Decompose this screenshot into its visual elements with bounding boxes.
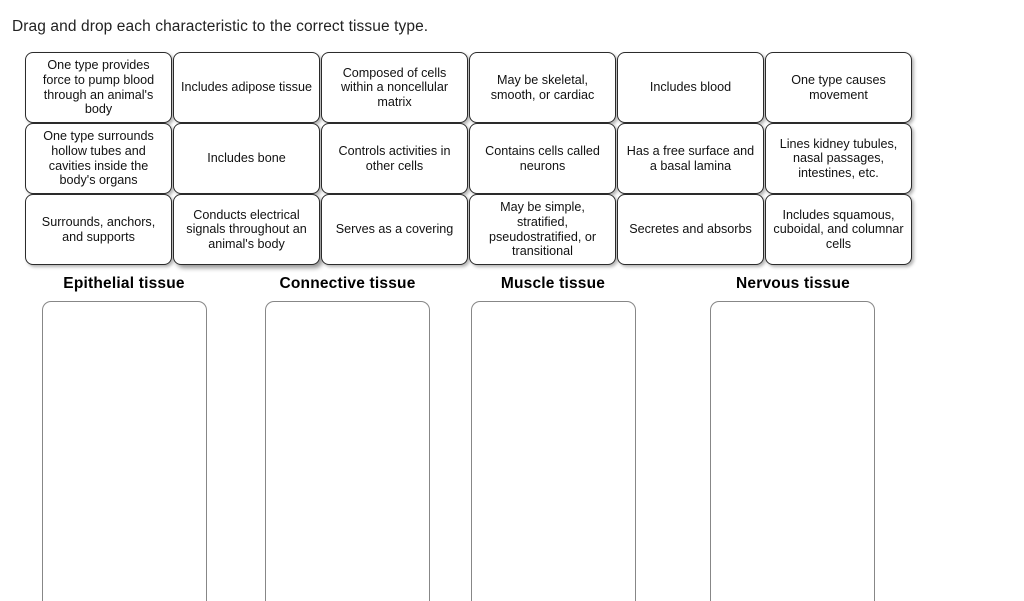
characteristic-card-label: Contains cells called neurons	[485, 143, 600, 173]
drop-zone-box[interactable]	[471, 301, 636, 601]
characteristic-card-label: One type provides force to pump blood th…	[42, 58, 155, 117]
characteristic-card[interactable]: Includes blood	[617, 52, 764, 123]
drop-zone-nervous-tissue[interactable]: Nervous tissue	[710, 274, 875, 601]
characteristic-card-grid: One type provides force to pump blood th…	[25, 52, 913, 265]
drop-zone-epithelial-tissue[interactable]: Epithelial tissue	[42, 274, 207, 601]
characteristic-card-label: Includes squamous, cuboidal, and columna…	[773, 207, 904, 251]
characteristic-card[interactable]: Has a free surface and a basal lamina	[617, 123, 764, 194]
characteristic-card[interactable]: Conducts electrical signals throughout a…	[173, 194, 320, 265]
characteristic-card[interactable]: May be simple, stratified, pseudostratif…	[469, 194, 616, 265]
characteristic-card[interactable]: Includes bone	[173, 123, 320, 194]
drop-zone-box[interactable]	[265, 301, 430, 601]
characteristic-card-label: Serves as a covering	[335, 222, 454, 237]
characteristic-card-label: Surrounds, anchors, and supports	[41, 214, 156, 244]
characteristic-card-label: Conducts electrical signals throughout a…	[186, 207, 307, 251]
drop-zone-title: Muscle tissue	[500, 275, 606, 292]
characteristic-card-label: Includes bone	[207, 151, 286, 166]
characteristic-card-label: Controls activities in other cells	[338, 143, 451, 173]
characteristic-card[interactable]: Includes squamous, cuboidal, and columna…	[765, 194, 912, 265]
characteristic-card[interactable]: One type causes movement	[765, 52, 912, 123]
characteristic-card-label: Secretes and absorbs	[629, 222, 752, 237]
characteristic-card-label: One type surrounds hollow tubes and cavi…	[43, 129, 154, 188]
characteristic-card[interactable]: Composed of cells within a noncellular m…	[321, 52, 468, 123]
characteristic-card-label: Includes blood	[649, 80, 732, 95]
tissue-drop-zone-area: Epithelial tissue Connective tissue Musc…	[0, 274, 1024, 601]
drop-zone-title: Epithelial tissue	[63, 275, 185, 292]
drop-zone-muscle-tissue[interactable]: Muscle tissue	[471, 274, 636, 601]
characteristic-card[interactable]: One type surrounds hollow tubes and cavi…	[25, 123, 172, 194]
characteristic-card[interactable]: Surrounds, anchors, and supports	[25, 194, 172, 265]
characteristic-card[interactable]: Includes adipose tissue	[173, 52, 320, 123]
characteristic-card[interactable]: Serves as a covering	[321, 194, 468, 265]
characteristic-card[interactable]: Controls activities in other cells	[321, 123, 468, 194]
characteristic-card[interactable]: Lines kidney tubules, nasal passages, in…	[765, 123, 912, 194]
characteristic-card-label: Includes adipose tissue	[181, 80, 312, 95]
drop-zone-box[interactable]	[42, 301, 207, 601]
characteristic-card[interactable]: Contains cells called neurons	[469, 123, 616, 194]
characteristic-card[interactable]: Secretes and absorbs	[617, 194, 764, 265]
characteristic-card-label: Has a free surface and a basal lamina	[626, 143, 755, 173]
characteristic-card-label: One type causes movement	[791, 72, 886, 102]
characteristic-card-label: May be simple, stratified, pseudostratif…	[488, 200, 597, 259]
drop-zone-title: Nervous tissue	[736, 275, 850, 292]
drop-zone-box[interactable]	[710, 301, 875, 601]
characteristic-card[interactable]: One type provides force to pump blood th…	[25, 52, 172, 123]
characteristic-card[interactable]: May be skeletal, smooth, or cardiac	[469, 52, 616, 123]
characteristic-card-label: May be skeletal, smooth, or cardiac	[490, 72, 595, 102]
instruction-text: Drag and drop each characteristic to the…	[12, 18, 429, 35]
characteristic-card-label: Lines kidney tubules, nasal passages, in…	[779, 136, 898, 180]
drop-zone-connective-tissue[interactable]: Connective tissue	[265, 274, 430, 601]
drop-zone-title: Connective tissue	[279, 275, 416, 292]
characteristic-card-label: Composed of cells within a noncellular m…	[340, 65, 449, 109]
